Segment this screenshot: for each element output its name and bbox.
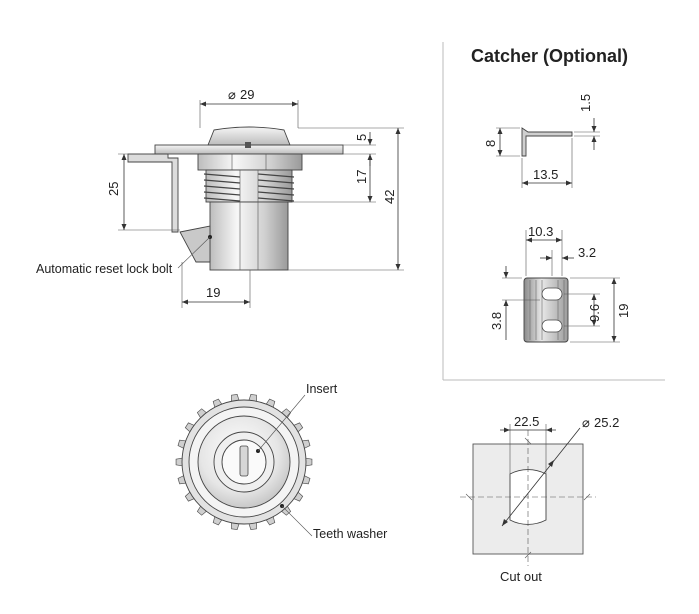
dim-cutout-diameter-value: 25.2: [594, 415, 619, 430]
cylinder-body: [209, 201, 289, 271]
side-view: ⌀ 29 Aut: [36, 87, 404, 308]
dim-bolt-height-value: 25: [106, 182, 121, 196]
catcher-slot-top: [541, 287, 563, 301]
dim-diameter-value: 29: [240, 87, 254, 102]
dim-catcher-height-value: 8: [483, 140, 498, 147]
dim-catcher-thickness: 1.5: [574, 94, 600, 150]
cutout-view: 22.5 ⌀ 25.2 Cut out: [460, 414, 619, 584]
catcher-profile: [521, 127, 573, 157]
dim-body-value: 17: [354, 170, 369, 184]
dim-cutout-flat-value: 22.5: [514, 414, 539, 429]
dim-catcher-slot-value: 9.6: [587, 304, 602, 322]
keyway: [239, 445, 249, 477]
cap-notch: [245, 142, 251, 148]
dim-catcher-edge-value: 3.8: [489, 312, 504, 330]
hex-nut: [197, 153, 303, 171]
catcher-panel-border: [442, 42, 665, 381]
catcher-front: [523, 277, 569, 343]
catcher-section: Catcher (Optional) 1.5 8: [471, 46, 631, 343]
dim-bolt-width-value: 19: [206, 285, 220, 300]
dim-catcher-total-value: 19: [616, 304, 631, 318]
dim-total-value: 42: [382, 190, 397, 204]
dim-flange-value: 5: [354, 134, 369, 141]
diameter-symbol: ⌀: [228, 87, 236, 102]
thread: [203, 169, 295, 203]
dim-catcher-offset-value: 3.2: [578, 245, 596, 260]
catcher-slot-bottom: [541, 319, 563, 333]
dim-right-stack: 5 17 42: [288, 127, 404, 271]
label-insert: Insert: [306, 382, 338, 396]
lock-cap: [207, 126, 291, 146]
dim-catcher-width: 10.3: [525, 224, 563, 276]
dim-diameter: ⌀ 29: [199, 87, 299, 128]
diameter-symbol-cutout: ⌀: [582, 415, 590, 430]
catcher-title: Catcher (Optional): [471, 46, 628, 66]
label-teeth-washer: Teeth washer: [313, 527, 387, 541]
dim-catcher-right: 9.6 19: [564, 277, 631, 343]
dim-catcher-thickness-value: 1.5: [578, 94, 593, 112]
dim-catcher-width-value: 10.3: [528, 224, 553, 239]
dim-cutout-flat: 22.5: [500, 414, 556, 474]
label-cut-out: Cut out: [500, 569, 542, 584]
dim-catcher-edge: 3.8: [489, 266, 540, 340]
dim-catcher-offset: 3.2: [540, 245, 596, 276]
front-view: Insert Teeth washer: [175, 382, 387, 541]
side-bracket: [127, 153, 179, 233]
dim-bolt-width: 19: [181, 262, 251, 308]
dim-cutout-diameter: ⌀ 25.2: [501, 415, 619, 527]
label-lock-bolt: Automatic reset lock bolt: [36, 262, 173, 276]
lock-bolt: [179, 225, 211, 263]
dim-catcher-height: 8: [483, 127, 520, 157]
dim-catcher-length-value: 13.5: [533, 167, 558, 182]
dim-bolt-height: 25: [106, 153, 180, 231]
dim-catcher-length: 13.5: [521, 138, 573, 188]
